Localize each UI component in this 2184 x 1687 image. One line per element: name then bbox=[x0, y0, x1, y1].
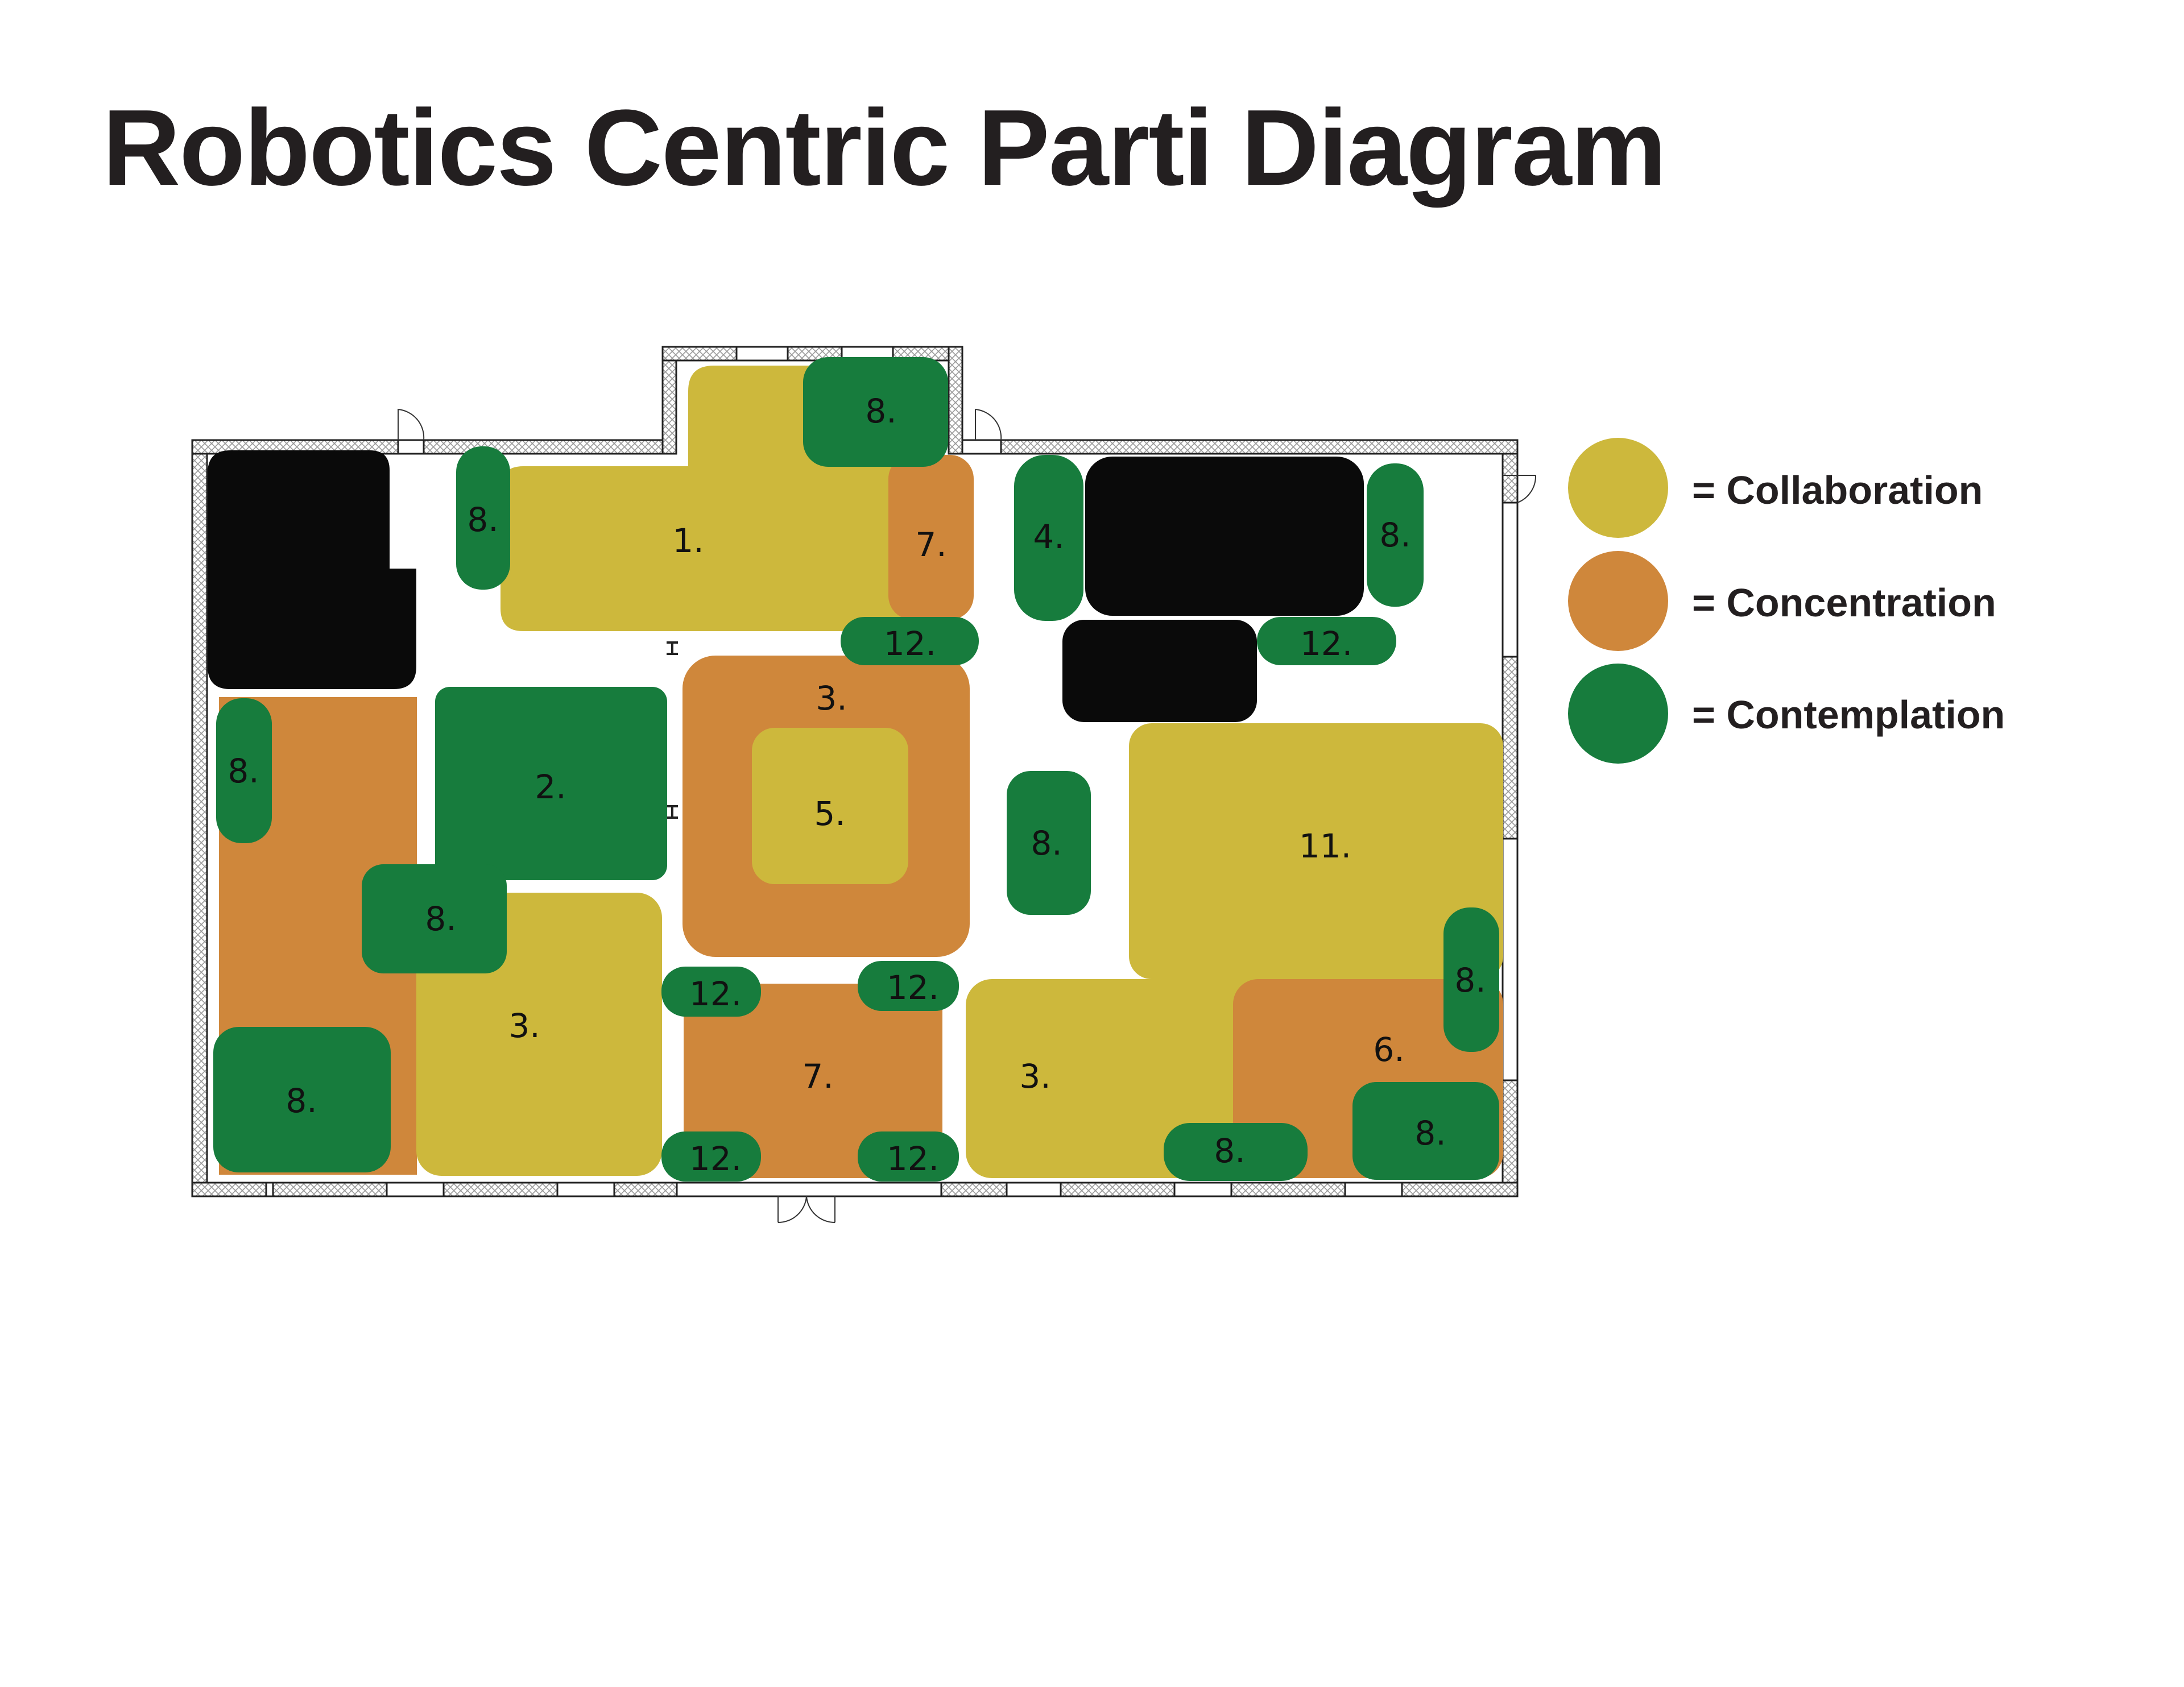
zone-contemplation bbox=[1014, 455, 1083, 621]
legend-label-contemplation: = Contemplation bbox=[1692, 693, 2005, 737]
zone-label: 8. bbox=[1454, 961, 1486, 1000]
building-walls bbox=[191, 346, 1537, 1224]
zone-label: 12. bbox=[689, 975, 742, 1013]
zone-label: 8. bbox=[1379, 516, 1410, 554]
zone-contemplation bbox=[435, 687, 667, 880]
zone-label: 6. bbox=[1373, 1030, 1404, 1069]
zone-contemplation bbox=[456, 446, 510, 590]
zone-label: 12. bbox=[887, 1139, 939, 1178]
zone-label: 5. bbox=[814, 794, 845, 833]
zone-label: 8. bbox=[228, 752, 259, 790]
hatched-wall-segments bbox=[191, 346, 1519, 1197]
zone-contemplation bbox=[661, 967, 761, 1017]
zone-label: 8. bbox=[1031, 824, 1062, 863]
zone-support bbox=[1062, 620, 1257, 722]
zone-contemplation bbox=[362, 864, 507, 973]
zone-label: 12. bbox=[884, 624, 936, 663]
zone-contemplation bbox=[216, 698, 272, 843]
zone-contemplation bbox=[803, 357, 948, 467]
door-swings bbox=[398, 408, 1537, 1224]
zone-label: 8. bbox=[865, 392, 896, 430]
legend-swatch-contemplation bbox=[1568, 664, 1668, 764]
legend-label-concentration: = Concentration bbox=[1692, 581, 1996, 625]
zone-concentration bbox=[888, 455, 974, 620]
zone-label: 8. bbox=[1214, 1131, 1245, 1170]
page-title: Robotics Centric Parti Diagram bbox=[102, 88, 1666, 208]
zone-support bbox=[208, 450, 416, 689]
zone-contemplation bbox=[661, 1131, 761, 1182]
zone-label: 4. bbox=[1033, 517, 1064, 556]
zone-label: 7. bbox=[915, 525, 946, 564]
zone-contemplation bbox=[1257, 617, 1396, 665]
zone-label: 7. bbox=[802, 1057, 833, 1096]
zone-contemplation bbox=[213, 1027, 391, 1172]
zone-contemplation bbox=[858, 1131, 959, 1182]
zone-label: 3. bbox=[816, 679, 847, 718]
zone-label: 3. bbox=[508, 1006, 540, 1045]
legend-swatch-concentration bbox=[1568, 551, 1668, 651]
zone-collaboration bbox=[752, 728, 908, 884]
zone-support bbox=[1085, 457, 1364, 616]
zone-label: 11. bbox=[1299, 827, 1351, 865]
zone-contemplation bbox=[1164, 1123, 1308, 1181]
zone-label: 12. bbox=[1300, 624, 1352, 663]
zone-contemplation bbox=[1367, 463, 1424, 607]
legend-swatch-collaboration bbox=[1568, 438, 1668, 538]
zone-contemplation bbox=[1007, 771, 1091, 915]
zone-label: 12. bbox=[689, 1139, 742, 1178]
legend-label-collaboration: = Collaboration bbox=[1692, 468, 1983, 512]
zone-label: 1. bbox=[672, 521, 704, 560]
zone-contemplation bbox=[1352, 1082, 1499, 1180]
zone-label: 12. bbox=[887, 968, 939, 1007]
column-markers bbox=[667, 641, 678, 819]
zone-collaboration bbox=[1129, 723, 1503, 979]
legend-swatches bbox=[1568, 438, 1668, 764]
zone-contemplation bbox=[841, 617, 979, 665]
zone-label: 8. bbox=[1414, 1114, 1446, 1153]
zone-label: 8. bbox=[467, 500, 498, 539]
zone-label: 2. bbox=[535, 768, 566, 806]
zone-label: 8. bbox=[425, 900, 456, 938]
zone-contemplation bbox=[1443, 907, 1499, 1052]
zone-label: 8. bbox=[286, 1081, 317, 1120]
zone-contemplation bbox=[858, 961, 959, 1011]
zone-label: 3. bbox=[1019, 1057, 1050, 1096]
zones: 1. 7. 3. 5. 2. 3. 7. 11. 3. 6. 8. 8. 4. 8. 12. 12. 8. 8. 8… bbox=[208, 357, 1503, 1182]
